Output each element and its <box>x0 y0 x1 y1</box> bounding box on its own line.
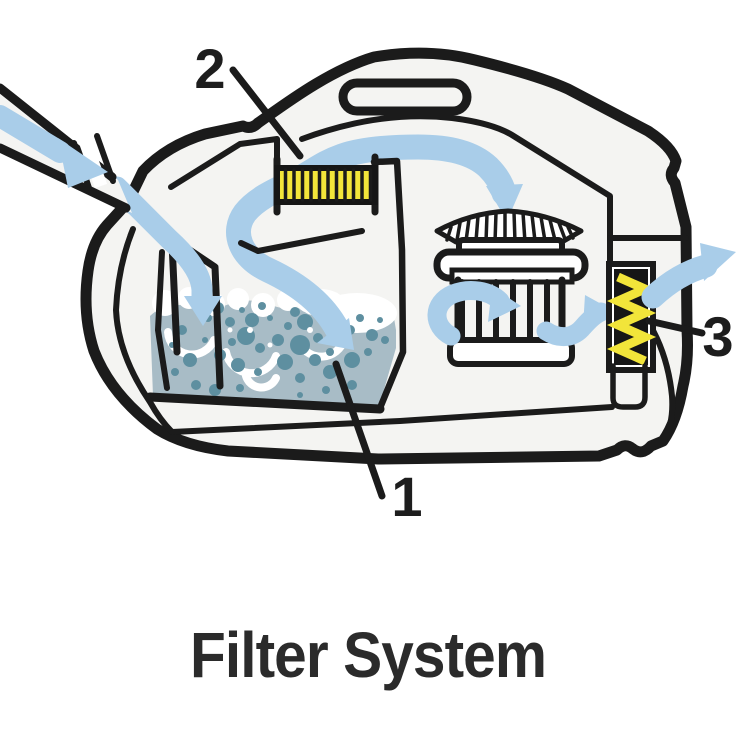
air-bubbles-white <box>227 327 313 348</box>
carry-handle <box>338 78 472 116</box>
airflow-band-cartridge-swirl <box>427 281 510 346</box>
cartridge-filter <box>433 208 589 367</box>
airflow-arrowhead-into-cartridge <box>486 184 523 221</box>
airflow-arrowhead-to-exhaust <box>583 295 614 327</box>
intermediate-filter <box>274 165 378 205</box>
airflow-arrowhead-exit <box>700 243 736 281</box>
label-part2: 2 <box>194 37 225 100</box>
label-part1: 1 <box>391 465 422 528</box>
airflow-arrowhead-hose <box>58 138 108 188</box>
exhaust-filter-holder <box>610 363 648 410</box>
airflow-arrowhead-into-water <box>317 318 354 350</box>
water-tank <box>150 287 397 407</box>
leader-line-1 <box>332 360 386 500</box>
exhaust-filter-pleats <box>606 272 657 366</box>
airflow-arrowhead-cartridge <box>488 287 521 322</box>
airflow-arrowhead-intake <box>184 296 222 326</box>
leader-line-3 <box>645 317 706 337</box>
diagram-caption: Filter System <box>190 619 546 691</box>
leader-lines <box>229 66 706 500</box>
airflow-band-exit <box>641 254 718 309</box>
label-part3: 3 <box>702 305 733 368</box>
exhaust-filter <box>606 261 657 410</box>
airflow-band-intake <box>106 176 213 311</box>
leader-line-2 <box>229 66 304 160</box>
airflow-band-hose <box>0 105 71 163</box>
